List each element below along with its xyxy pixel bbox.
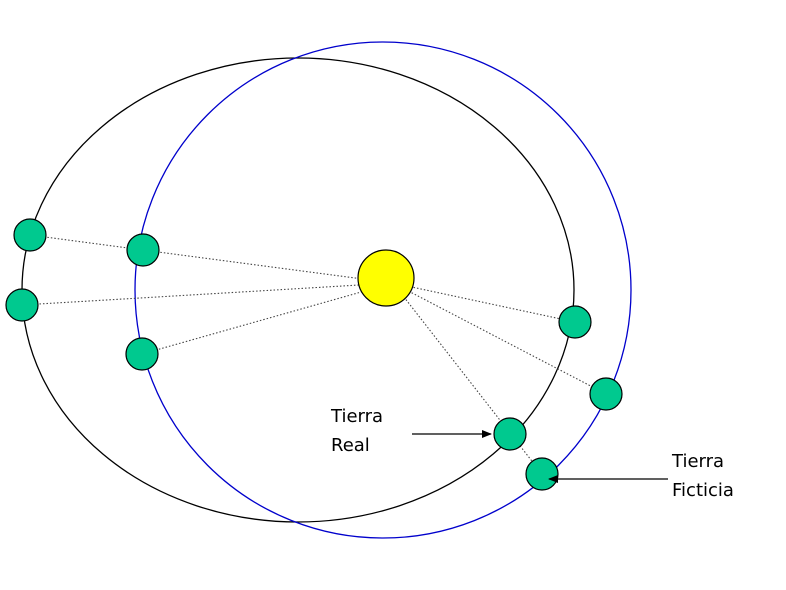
sight-line [392,282,607,395]
earth-icon [13,218,47,252]
sight-line [29,234,144,251]
earth-icon [589,377,623,411]
label-ficticia-line1: Tierra [672,451,725,472]
label-tierra-ficticia: Tierra Ficticia [672,447,734,505]
sight-line [21,282,394,306]
earth-icon [5,288,39,322]
earth-icon [558,305,592,339]
sun-icon [357,249,415,307]
earth-positions [5,218,623,491]
sight-line [142,249,394,284]
sight-lines [21,234,607,475]
label-tierra-real: Tierra Real [331,402,383,460]
label-real-line1: Tierra [331,406,384,427]
label-ficticia-line2: Ficticia [672,480,734,501]
label-real-line2: Real [331,435,370,456]
earth-ficticia-icon [525,457,559,491]
earth-icon [126,233,160,267]
fictitious-orbit [134,41,632,539]
sight-line [392,282,576,323]
earth-real-icon [493,417,527,451]
sight-line [141,282,394,355]
real-orbit [21,57,575,523]
earth-icon [125,337,159,371]
